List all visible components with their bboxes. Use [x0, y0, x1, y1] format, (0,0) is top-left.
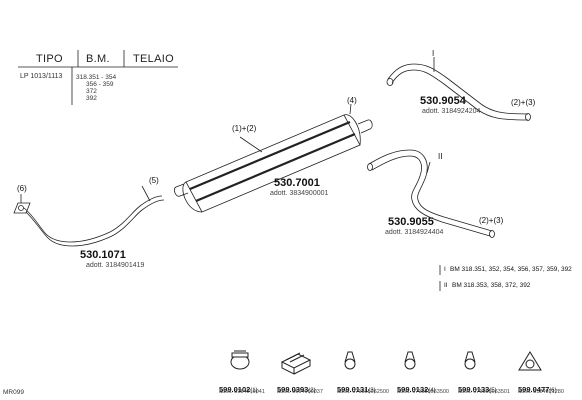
legend-mark-i: I [444, 266, 446, 273]
part-code-tailpipe-ii: 530.9055 [388, 216, 434, 228]
accessory-adott: adott. 3094900037 [277, 389, 323, 395]
accessory-adott: adott. 071555062500 [337, 389, 389, 395]
callout-5: (5) [149, 176, 159, 185]
table-row-bm-1: 356 - 359 [86, 81, 114, 88]
accessory-code: 599.0132 [397, 385, 429, 394]
part-adott-muffler: adott. 3834900001 [270, 190, 329, 197]
part-adott-tailpipe-i: adott. 3184924204 [422, 108, 481, 115]
clamp-icon [230, 350, 250, 370]
callout-2-3-a: (2)+(3) [511, 98, 536, 107]
accessory-code: 599.0102 [219, 385, 251, 394]
legend-mark-ii: II [444, 282, 448, 289]
accessory-adott: adott. 3184910041 [219, 389, 265, 395]
part-adott-front-pipe: adott. 3184901419 [86, 262, 145, 269]
hanger-icon [464, 351, 476, 370]
tailpipe-i-drawing [386, 57, 531, 121]
rubber-block-icon [280, 352, 312, 375]
part-code-muffler: 530.7001 [274, 177, 320, 189]
front-pipe-drawing [13, 185, 165, 247]
accessory-num: (2) [308, 388, 316, 394]
hanger-icon [344, 351, 356, 370]
part-code-tailpipe-i: 530.9054 [420, 95, 466, 107]
roman-ii-label: II [438, 152, 443, 161]
table-header-tipo: TIPO [36, 53, 63, 65]
accessory-num: (4) [428, 388, 436, 394]
accessory-item: 599.0133(5) [458, 379, 497, 397]
accessory-item: 599.0477(6) [518, 379, 557, 397]
accessory-adott: adott. 071555063500 [397, 389, 449, 395]
callout-1-2: (1)+(2) [232, 124, 257, 133]
hanger-icon [404, 351, 416, 370]
roman-i-label: I [432, 49, 435, 58]
table-row-bm-2: 372 [86, 88, 97, 95]
table-row-bm-3: 392 [86, 95, 97, 102]
callout-2-3-b: (2)+(3) [479, 216, 504, 225]
accessory-num: (3) [368, 388, 376, 394]
part-adott-tailpipe-ii: adott. 3184924404 [385, 229, 444, 236]
part-code-front-pipe: 530.1071 [80, 249, 126, 261]
accessory-adott: adott. 071555063501 [458, 389, 510, 395]
legend-text-i: BM 318.351, 352, 354, 356, 357, 359, 392 [450, 266, 572, 273]
flange-gasket-icon [518, 351, 542, 371]
table-row-bm-0: 318.351 - 354 [76, 74, 117, 81]
accessory-item: 599.0131(3) [337, 379, 376, 397]
accessory-num: (5) [489, 388, 497, 394]
accessory-code: 599.0133 [458, 385, 490, 394]
callout-4: (4) [347, 96, 357, 105]
accessory-item: 599.0132(4) [397, 379, 436, 397]
table-row-type: LP 1013/1113 [20, 73, 63, 80]
accessory-num: (1) [250, 388, 258, 394]
accessory-num: (6) [549, 388, 557, 394]
accessory-code: 599.0393 [277, 385, 309, 394]
table-header-telaio: TELAIO [133, 53, 174, 65]
accessory-item: 599.0102(1) [219, 379, 258, 397]
accessory-code: 599.0477 [518, 385, 550, 394]
footer-code: MR099 [3, 389, 24, 396]
tailpipe-ii-drawing [367, 149, 495, 238]
legend-text-ii: BM 318.353, 358, 372, 392 [452, 282, 531, 289]
table-header-bm: B.M. [86, 53, 110, 65]
accessory-code: 599.0131 [337, 385, 369, 394]
muffler-drawing [173, 103, 373, 213]
accessory-adott: adott. 3124921280 [518, 389, 564, 395]
accessory-item: 599.0393(2) [277, 379, 316, 397]
callout-6: (6) [17, 184, 27, 193]
